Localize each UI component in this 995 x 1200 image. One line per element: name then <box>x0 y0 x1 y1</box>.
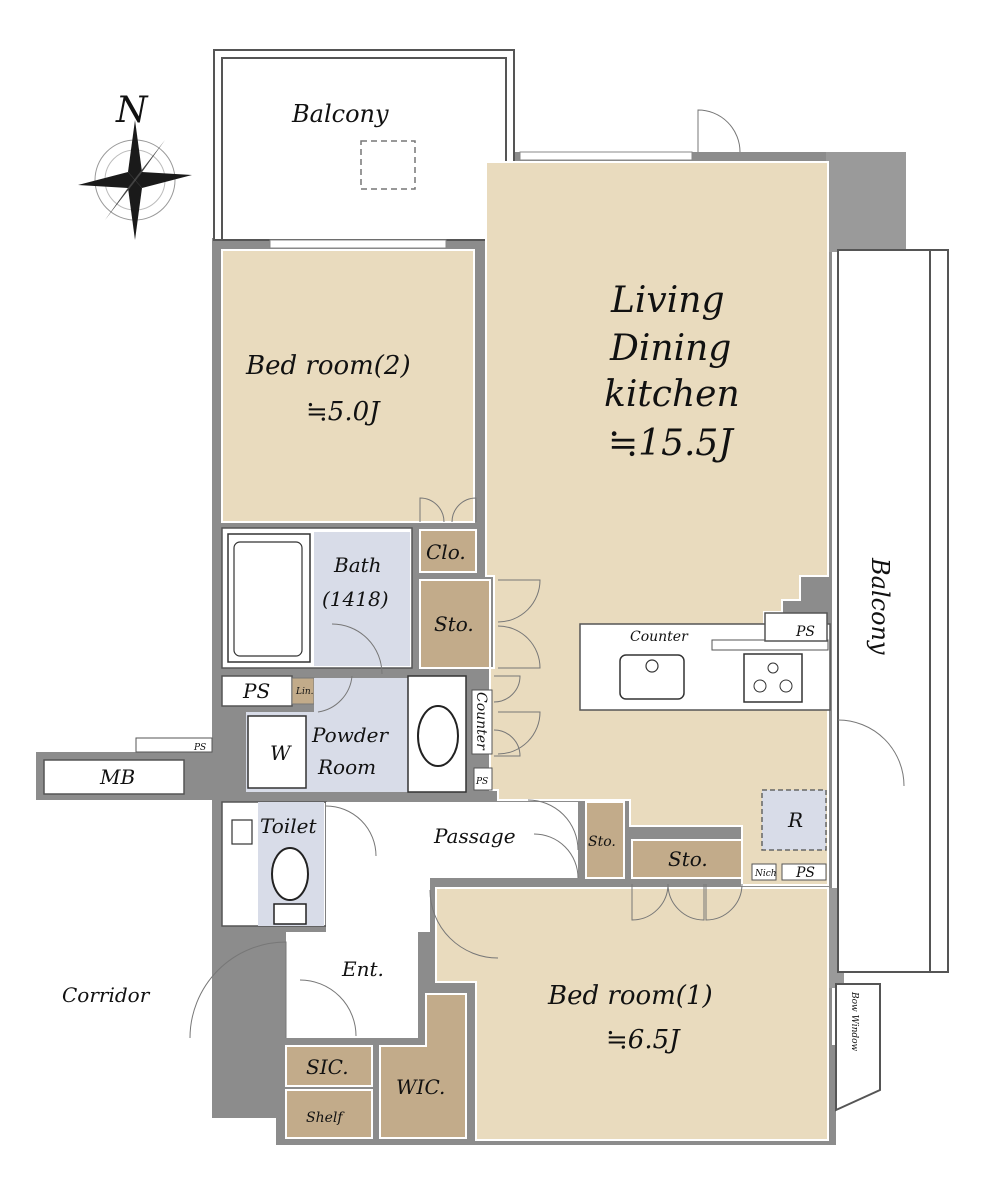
entrance-label: Ent. <box>341 957 384 981</box>
passage <box>326 802 578 932</box>
counter-vertical-label: Counter <box>473 692 489 751</box>
linen-label: Lin. <box>295 687 314 697</box>
entrance <box>286 932 418 1038</box>
refrigerator-space <box>761 789 827 851</box>
storage-c <box>631 839 743 879</box>
bedroom-1-size: ≒6.5J <box>606 1025 681 1055</box>
balcony-top-label: Balcony <box>291 100 389 128</box>
ldk-size-label: ≒15.5J <box>608 423 735 464</box>
ps-powder-label: PS <box>242 679 270 703</box>
storage-b <box>585 801 625 879</box>
bedroom-2-name: Bed room(2) <box>245 351 411 381</box>
toilet-bowl-icon <box>271 847 309 901</box>
bedroom-2-size: ≒5.0J <box>306 397 381 427</box>
ps-passage-label: PS <box>795 865 815 881</box>
passage-label: Passage <box>433 824 516 848</box>
bedroom-2-window <box>269 239 447 249</box>
balcony-hatch <box>360 140 416 190</box>
niche-label: Nich <box>754 869 777 879</box>
bath-label: Bath <box>333 553 382 577</box>
ps-small-label: PS <box>475 777 488 787</box>
ps-mb-label: PS <box>193 743 206 753</box>
storage-a-label: Sto. <box>434 612 474 636</box>
compass-rose-icon <box>78 120 192 240</box>
powder-label: Powder <box>311 723 389 747</box>
wall-column-top-right <box>826 152 906 252</box>
stove-icon <box>743 653 803 703</box>
closet-small <box>419 529 477 573</box>
living-dining-kitchen-area <box>485 161 829 886</box>
door-swings <box>189 109 905 1039</box>
powder-room-label: Room <box>317 755 376 779</box>
ps-kitchen-label: PS <box>795 624 815 640</box>
closet-label: Clo. <box>426 540 466 564</box>
sink-icon <box>619 654 685 700</box>
toilet-sink-icon <box>231 819 253 845</box>
storage-c-label: Sto. <box>668 847 708 871</box>
balcony-right-rail <box>929 249 949 973</box>
ldk-label-kitchen: kitchen <box>604 374 740 415</box>
shoe-closet <box>285 1045 373 1087</box>
washer-label: W <box>270 741 292 765</box>
walk-in-closet-label: WIC. <box>396 1075 445 1099</box>
washer-space <box>247 715 307 789</box>
washbasin-icon <box>417 705 459 767</box>
balcony-right-label: Balcony <box>866 557 894 655</box>
balcony-top <box>213 49 515 241</box>
ldk-label-living: Living <box>610 280 725 321</box>
bow-window-label: Bow Window <box>849 991 859 1052</box>
refrigerator-label: R <box>787 808 803 832</box>
meter-box-label: MB <box>99 765 135 789</box>
meter-box <box>43 759 185 795</box>
toilet-label: Toilet <box>260 814 317 838</box>
ldk-window <box>519 151 693 161</box>
bow-window <box>835 983 881 1112</box>
shoe-closet-label: SIC. <box>306 1055 349 1079</box>
bedroom-1-name: Bed room(1) <box>547 981 713 1011</box>
corridor-label: Corridor <box>62 983 151 1007</box>
walk-in-closet <box>379 993 467 1139</box>
niche <box>751 863 777 881</box>
ps-kitchen <box>764 612 828 642</box>
bedroom-1 <box>435 887 829 1141</box>
ps-small-box <box>473 767 493 791</box>
storage-a <box>419 579 491 669</box>
bath-size-label: (1418) <box>322 587 389 611</box>
storage-b-label: Sto. <box>588 834 616 850</box>
bedroom-2 <box>221 249 475 523</box>
bath-floor <box>314 532 410 666</box>
shelf <box>285 1089 373 1139</box>
compass-north-label: N <box>115 90 149 131</box>
shelf-label: Shelf <box>306 1110 345 1126</box>
kitchen-counter-label: Counter <box>630 629 689 645</box>
ldk-label-dining: Dining <box>609 328 731 369</box>
ps-passage <box>781 863 827 881</box>
